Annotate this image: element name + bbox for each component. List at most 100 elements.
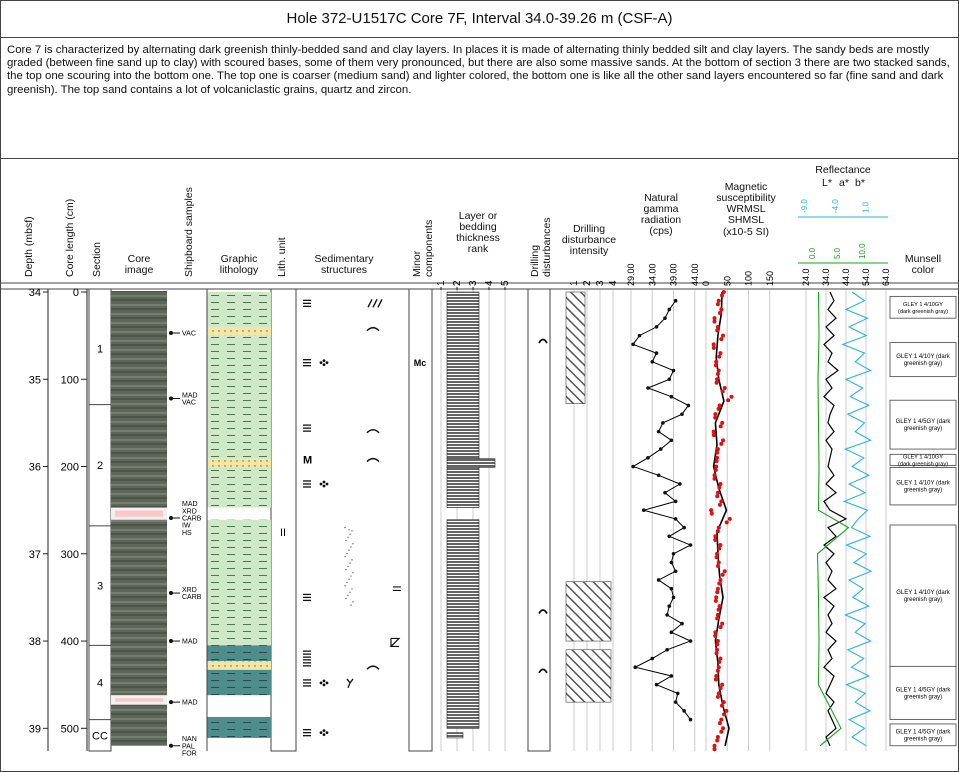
burrow-dot [319,482,323,486]
ngr-point [680,621,684,626]
bedding-rank-bar [446,467,480,508]
planar-lamination-icon [303,424,311,432]
shmsl-point [724,708,729,713]
sediment-dot [351,559,353,561]
legend-L: L* [822,177,832,189]
sediment-dot [344,585,346,587]
header-drilling-disturbances: Drilling [529,245,541,277]
scour-icon [366,326,380,332]
intensity-tick-label: 3 [595,280,606,286]
ngr-point [650,360,655,364]
length-tick-label: 500 [61,723,79,735]
sediment-dot [347,536,349,538]
shmsl-point [718,481,723,486]
a-tick-label: 10.0 [858,243,867,259]
shmsl-point [715,616,720,621]
lithology-interval [207,716,271,738]
planar-lamination-icon [303,480,311,488]
ngr-point [667,534,672,539]
disturbance-intensity-bar [565,291,586,404]
bioturbation-icon [319,480,329,488]
sediment-dot [348,529,350,531]
b-star-line [841,291,873,747]
rank-tick-label: 4 [484,280,495,286]
lithology-interval [207,519,271,646]
planar-lamination-icon [303,679,311,687]
length-tick-label: 0 [73,287,79,299]
y-structure-icon [346,678,354,689]
shmsl-point [713,534,718,539]
ngr-tick-label: 39.00 [669,263,679,286]
shmsl-point [713,415,718,420]
sample-code: MAD [182,639,198,646]
shmsl-point [722,712,727,717]
legend-a: a* [839,177,849,189]
sample-dot [169,331,173,336]
header-bedding-rank: Layer or [459,210,498,222]
log-columns: 34353637383901002003004005001234CCIIVACM… [29,287,957,757]
ngr-point [667,604,672,608]
munsell-label: greenish gray) [904,426,942,432]
shmsl-point [715,564,720,569]
bedding-rank-bar [446,732,464,739]
ngr-point [656,429,661,434]
sediment-dot [347,594,349,597]
shmsl-point [715,639,720,644]
shmsl-point [715,551,720,556]
ngr-point [641,508,646,512]
munsell-label: GLEY 1 4/10Y (dark [896,590,950,596]
shmsl-point [719,499,724,504]
shmsl-point [714,464,719,469]
sample-dot [169,516,173,521]
shmsl-point [711,342,716,347]
shmsl-point [729,394,734,399]
ngr-point [688,717,693,722]
depth-tick-label: 34 [29,287,41,299]
header-bedding-rank: rank [468,243,489,255]
divider [1,158,958,159]
shmsl-point [713,537,718,542]
ngr-point [667,307,672,312]
depth-tick-label: 38 [29,636,41,648]
shmsl-point [711,429,716,434]
shmsl-point [715,494,720,499]
depth-tick-label: 36 [29,462,41,474]
munsell-label: (dark greenish gray) [898,461,948,467]
shmsl-point [714,555,719,560]
shmsl-point [713,412,718,417]
ms-tick-label: 100 [744,271,754,286]
page-title: Hole 372-U1517C Core 7F, Interval 34.0-3… [1,1,958,38]
intensity-tick-label: 4 [608,280,619,286]
munsell-label: GLEY 1 4/5GY (dark [896,419,952,425]
ngr-point [682,709,686,713]
shmsl-point [714,359,719,364]
shmsl-point [724,520,729,525]
bedding-rank-bar [446,458,496,468]
munsell-label: greenish gray) [904,736,942,742]
munsell-label: GLEY 1 4/5GY (dark [896,729,952,735]
shmsl-point [716,298,721,303]
header-sedimentary-structures: Sedimentary [315,253,375,265]
ngr-point [637,333,642,338]
ms-tick-label: 150 [765,271,775,286]
ngr-point [631,342,635,347]
depth-tick-label: 39 [29,723,41,735]
munsell-box [889,723,957,747]
ngr-point [633,665,638,670]
burrow-dot [322,683,326,687]
ngr-point [673,499,678,504]
ngr-point [667,377,672,382]
sediment-dot [350,604,352,606]
b-tick-label: -4.0 [831,199,840,213]
shmsl-point [715,735,720,740]
shmsl-point [716,368,721,373]
drilling-disturbance-icon [538,338,548,344]
munsell-label: GLEY 1 4/10Y (dark [896,481,950,487]
intensity-tick-label: 1 [569,280,580,286]
munsell-label: greenish gray) [904,694,942,700]
lithology-interval [207,292,271,327]
burrow-dot [319,361,323,365]
